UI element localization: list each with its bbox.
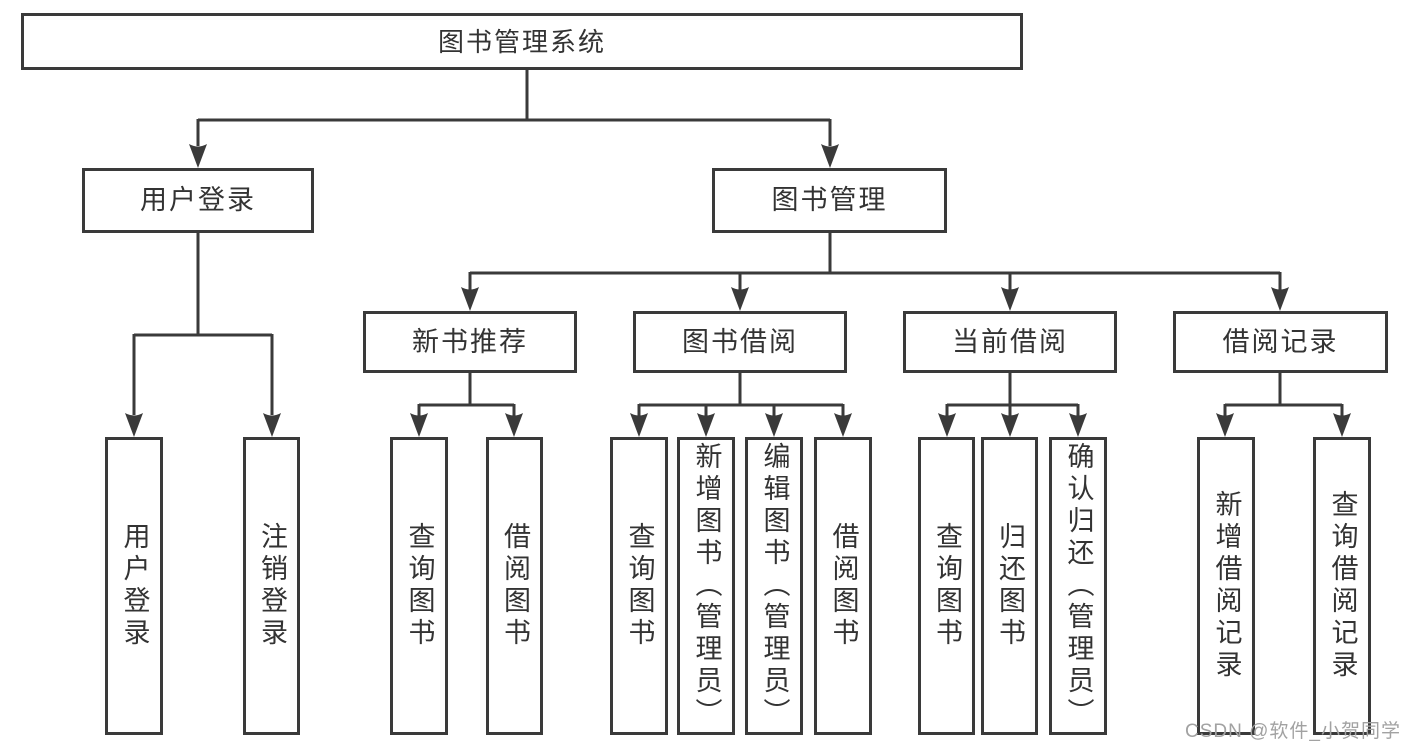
arrowhead	[697, 413, 715, 437]
connector-bookborrow-trunk	[639, 373, 843, 407]
node-leaf-edit-books-admin: 编辑图书（管理员）	[745, 437, 803, 735]
node-leaf-add-borrow-record: 新增借阅记录	[1197, 437, 1255, 735]
connector-root-trunk	[198, 70, 830, 122]
arrowhead	[1001, 287, 1019, 311]
node-leaf-borrow-books-1: 借阅图书	[486, 437, 543, 735]
node-leaf-return-books: 归还图书	[981, 437, 1038, 735]
node-leaf-confirm-return-admin: 确认归还（管理员）	[1049, 437, 1107, 735]
node-current-borrowing: 当前借阅	[903, 311, 1117, 373]
arrowhead	[938, 413, 956, 437]
arrowhead	[834, 413, 852, 437]
arrowhead	[630, 413, 648, 437]
node-leaf-query-borrow-record: 查询借阅记录	[1313, 437, 1371, 735]
node-leaf-query-books-1: 查询图书	[390, 437, 448, 735]
node-user-login: 用户登录	[82, 168, 314, 233]
connector-currentborrow-trunk	[947, 373, 1078, 407]
csdn-watermark: CSDN @软件_小贺同学	[1185, 721, 1401, 742]
node-leaf-query-books-3: 查询图书	[918, 437, 975, 735]
node-leaf-add-books-admin: 新增图书（管理员）	[677, 437, 735, 735]
arrowhead	[410, 413, 428, 437]
arrowhead	[125, 413, 143, 437]
arrowhead	[1001, 413, 1019, 437]
arrowhead	[263, 413, 281, 437]
node-leaf-query-books-2: 查询图书	[610, 437, 668, 735]
node-library-management-system: 图书管理系统	[21, 13, 1023, 70]
node-book-management: 图书管理	[712, 168, 947, 233]
node-leaf-user-login: 用户登录	[105, 437, 163, 735]
arrowhead	[1069, 413, 1087, 437]
node-borrowing-records: 借阅记录	[1173, 311, 1388, 373]
arrowhead	[1333, 413, 1351, 437]
arrowhead	[461, 287, 479, 311]
arrowhead	[821, 144, 839, 168]
connector-userlogin-trunk	[134, 233, 272, 337]
node-leaf-borrow-books-2: 借阅图书	[814, 437, 872, 735]
node-book-borrowing: 图书借阅	[633, 311, 847, 373]
node-new-book-recommendation: 新书推荐	[363, 311, 577, 373]
connector-newbookrec-trunk	[419, 373, 514, 407]
arrowhead	[505, 413, 523, 437]
arrowhead	[731, 287, 749, 311]
node-leaf-logout: 注销登录	[243, 437, 300, 735]
connector-bookmgmt-trunk	[470, 233, 1280, 275]
arrowhead	[1216, 413, 1234, 437]
arrowhead	[765, 413, 783, 437]
arrowheads	[125, 144, 1351, 437]
arrowhead	[1271, 287, 1289, 311]
arrowhead	[189, 144, 207, 168]
connector-borrowrecords-trunk	[1225, 373, 1342, 407]
